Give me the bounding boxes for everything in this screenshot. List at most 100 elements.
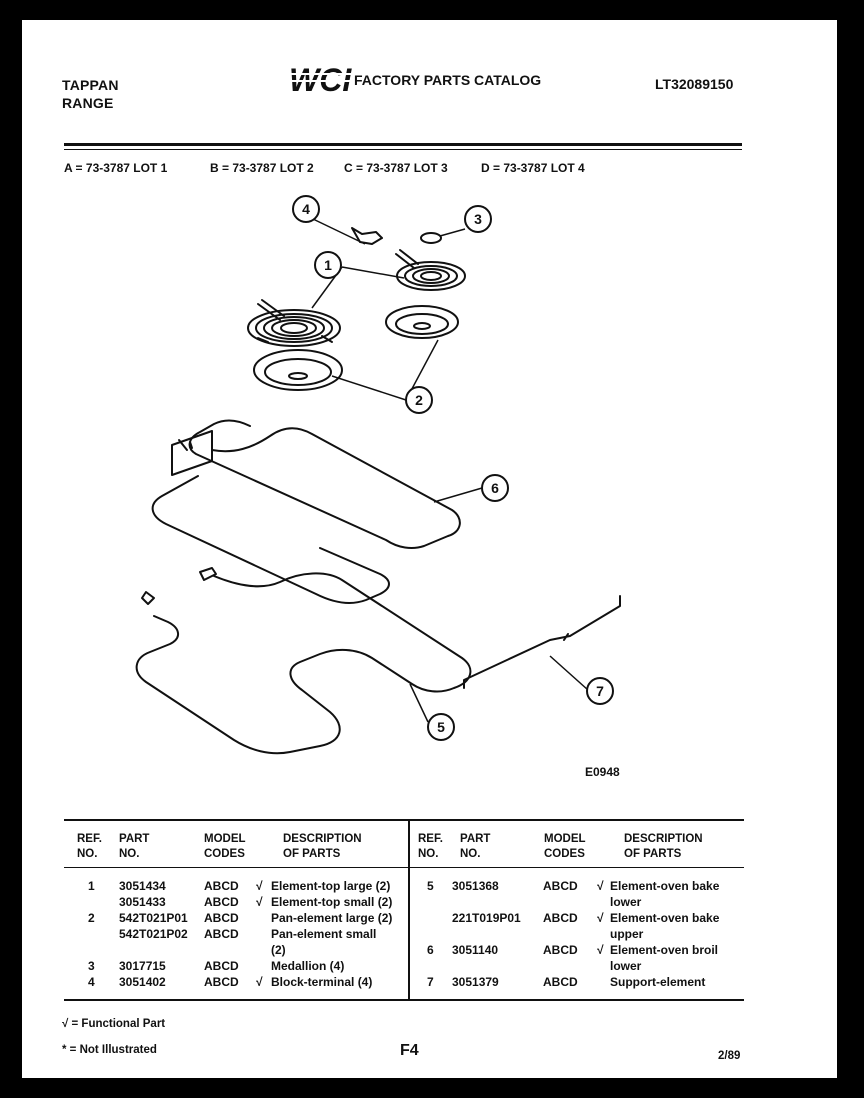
left-row-2-mark: √ — [256, 895, 263, 909]
lot-a: A = 73-3787 LOT 1 — [64, 161, 168, 175]
table-top-rule — [64, 819, 744, 821]
left-row-5-codes: ABCD — [204, 959, 239, 973]
right-row-3-codes: ABCD — [543, 943, 578, 957]
right-row-3-desc: Element-oven broil lower — [610, 943, 719, 973]
right-row-1-desc: Element-oven bake lower — [610, 879, 720, 909]
left-row-4-desc: Pan-element small (2) — [271, 927, 377, 957]
document-id: LT32089150 — [655, 76, 734, 92]
left-row-3-ref: 2 — [88, 911, 95, 925]
table-header-rule — [64, 867, 744, 868]
brand-label: TAPPAN RANGE — [62, 76, 119, 112]
catalog-title: FACTORY PARTS CATALOG — [354, 72, 542, 88]
left-row-5-desc: Medallion (4) — [271, 959, 345, 973]
callout-5: 5 — [437, 719, 445, 735]
header-ref-line1: REF. — [77, 833, 102, 845]
table-column-divider — [408, 819, 410, 1001]
not-illustrated-note: * = Not Illustrated — [62, 1044, 157, 1056]
pan-element-small — [385, 305, 459, 339]
left-row-1-codes: ABCD — [204, 879, 239, 893]
callout-1: 1 — [324, 257, 332, 273]
table-bottom-rule — [64, 999, 744, 1001]
left-row-3-part: 542T021P01 — [119, 911, 188, 925]
left-row-4-part: 542T021P02 — [119, 927, 188, 941]
right-row-3-part: 3051140 — [452, 943, 499, 957]
header-ref-no-right: REF. NO. — [418, 832, 443, 862]
left-row-3-codes: ABCD — [204, 911, 239, 925]
right-row-1-codes: ABCD — [543, 879, 578, 893]
right-row-1-mark: √ — [597, 879, 604, 893]
header-desc-line1: DESCRIPTION — [624, 833, 703, 845]
header-part-line2: NO. — [119, 848, 140, 860]
right-row-2-part: 221T019P01 — [452, 911, 521, 925]
header-ref-line2: NO. — [77, 848, 98, 860]
lot-c: C = 73-3787 LOT 3 — [344, 161, 448, 175]
left-row-6-ref: 4 — [88, 975, 95, 989]
left-row-3-desc: Pan-element large (2) — [271, 911, 393, 925]
callout-3: 3 — [474, 211, 482, 227]
medallion — [420, 232, 442, 244]
left-row-1-ref: 1 — [88, 879, 95, 893]
pan-element-large — [253, 349, 343, 391]
catalog-page: TAPPAN RANGE WCI FACTORY PARTS CATALOG L… — [22, 20, 837, 1078]
right-row-3-mark: √ — [597, 943, 604, 957]
wci-logo-text: WCI — [289, 62, 352, 96]
header-ref-no-left: REF. NO. — [77, 832, 102, 862]
right-row-4-desc: Support-element — [610, 975, 706, 989]
header-ref-line2: NO. — [418, 848, 439, 860]
header-model-line2: CODES — [544, 848, 585, 860]
right-row-3-ref: 6 — [427, 943, 434, 957]
brand-line-2: RANGE — [62, 95, 114, 111]
header-model-codes-right: MODEL CODES — [544, 832, 586, 862]
header-desc-line2: OF PARTS — [283, 848, 341, 860]
block-terminal — [351, 227, 383, 245]
right-row-2-codes: ABCD — [543, 911, 578, 925]
header-desc-line1: DESCRIPTION — [283, 833, 362, 845]
callout-4: 4 — [302, 201, 310, 217]
header-part-no-left: PART NO. — [119, 832, 149, 862]
lot-d: D = 73-3787 LOT 4 — [481, 161, 585, 175]
header-rule-thin — [64, 149, 742, 150]
header-description-right: DESCRIPTION OF PARTS — [624, 832, 703, 862]
header-rule — [64, 143, 742, 146]
page-number: F4 — [400, 1042, 419, 1059]
callout-7: 7 — [596, 683, 604, 699]
callout-2: 2 — [415, 392, 423, 408]
header-model-line1: MODEL — [544, 833, 586, 845]
left-row-5-part: 3017715 — [119, 959, 166, 973]
header-model-line1: MODEL — [204, 833, 246, 845]
left-row-1-desc: Element-top large (2) — [271, 879, 391, 893]
header-part-no-right: PART NO. — [460, 832, 490, 862]
header-model-codes-left: MODEL CODES — [204, 832, 246, 862]
left-row-2-part: 3051433 — [119, 895, 166, 909]
header-desc-line2: OF PARTS — [624, 848, 682, 860]
element-top-small — [395, 249, 466, 291]
header-part-line1: PART — [119, 833, 150, 845]
right-row-4-ref: 7 — [427, 975, 434, 989]
left-row-5-ref: 3 — [88, 959, 95, 973]
left-row-4-codes: ABCD — [204, 927, 239, 941]
header-model-line2: CODES — [204, 848, 245, 860]
element-oven-broil — [151, 419, 461, 604]
header-description-left: DESCRIPTION OF PARTS — [283, 832, 362, 862]
element-oven-bake — [135, 567, 472, 755]
element-top-large — [247, 299, 341, 347]
left-row-2-desc: Element-top small (2) — [271, 895, 393, 909]
header-part-line2: NO. — [460, 848, 481, 860]
right-row-4-part: 3051379 — [452, 975, 499, 989]
right-row-4-codes: ABCD — [543, 975, 578, 989]
right-row-1-part: 3051368 — [452, 879, 499, 893]
left-row-2-codes: ABCD — [204, 895, 239, 909]
header-part-line1: PART — [460, 833, 491, 845]
callout-6: 6 — [491, 480, 499, 496]
left-row-6-desc: Block-terminal (4) — [271, 975, 373, 989]
lot-b: B = 73-3787 LOT 2 — [210, 161, 314, 175]
left-row-6-codes: ABCD — [204, 975, 239, 989]
parts-diagram: 1 2 3 4 5 6 7 — [135, 195, 621, 755]
right-row-1-ref: 5 — [427, 879, 434, 893]
brand-line-1: TAPPAN — [62, 77, 119, 93]
figure-code: E0948 — [585, 765, 620, 779]
catalog-date: 2/89 — [718, 1050, 741, 1062]
header-ref-line1: REF. — [418, 833, 443, 845]
right-row-2-desc: Element-oven bake upper — [610, 911, 720, 941]
wci-logo: WCI — [287, 62, 352, 96]
